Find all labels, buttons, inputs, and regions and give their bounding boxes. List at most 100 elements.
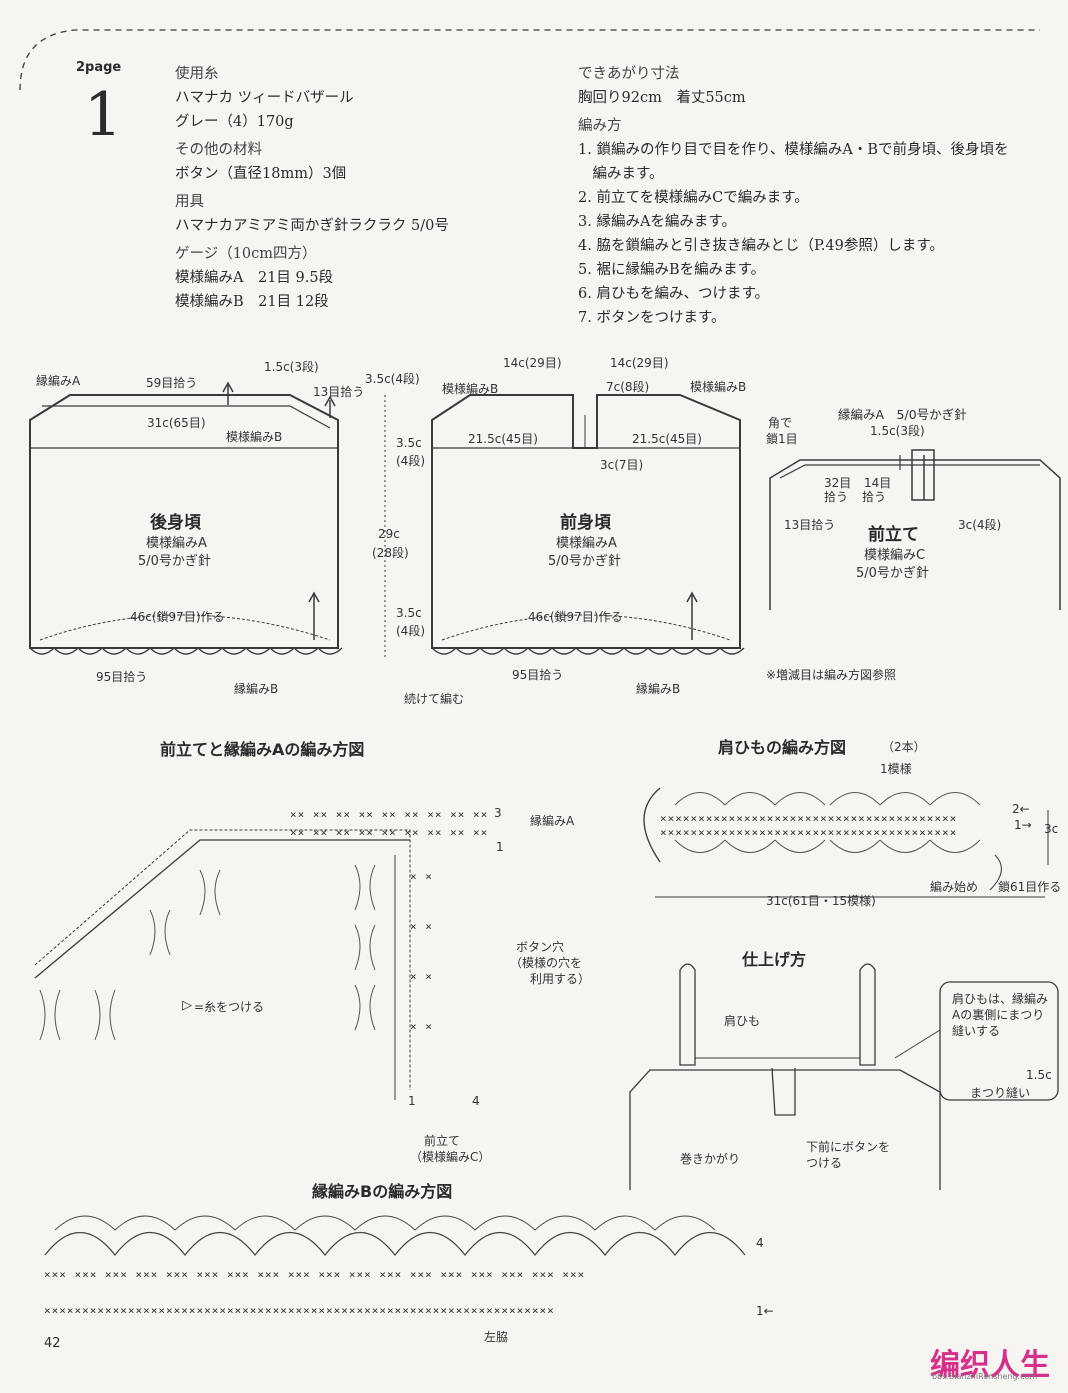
front-width-46: 46c(鎖97目)作る xyxy=(528,610,623,624)
tools-heading: 用具 xyxy=(175,194,204,210)
step-1-cont: 編みます。 xyxy=(578,166,664,182)
chart1-outline xyxy=(34,839,410,979)
back-depth-1-5: 1.5c(3段) xyxy=(264,360,319,374)
finish-stitch: まつり縫い xyxy=(970,1086,1031,1100)
edge-b-stitches-row-1: ××××××××××××××××××××××××××××××××××××××××… xyxy=(44,1304,555,1317)
front-pattern-b-left: 模様編みB xyxy=(442,382,499,396)
back-hook: 5/0号かぎ針 xyxy=(138,554,211,569)
placket-pick-14-b: 拾う xyxy=(862,490,887,504)
finish-depth: 1.5c xyxy=(1026,1068,1052,1082)
placket-pick-13: 13目拾う xyxy=(784,518,836,532)
placket-pick-32: 32目 xyxy=(824,476,852,490)
placket-label-1: 前立て xyxy=(424,1134,461,1148)
front-depth-7: 7c(8段) xyxy=(606,380,650,394)
finish-note-2: Aの裏側にまつり xyxy=(952,1008,1045,1022)
chart1-stitches-col-2: × × xyxy=(410,920,433,933)
placket-label-2: （模様編みC） xyxy=(410,1150,491,1164)
placket-hook: 5/0号かぎ針 xyxy=(856,566,929,581)
finish-strap: 肩ひも xyxy=(724,1014,761,1028)
front-edge-b: 縁編みB xyxy=(636,682,681,696)
chart2-title: 縁編みBの編み方図 xyxy=(312,1182,453,1201)
yarn-color: グレー（4）170g xyxy=(175,114,294,130)
strap-height: 3c xyxy=(1044,822,1059,836)
strap-stitches-top: ××××××××××××××××××××××××××××××××××××××× xyxy=(660,812,958,825)
chart1-stitches-col-4: × × xyxy=(410,1020,433,1033)
chart1-col-4: 4 xyxy=(472,1094,480,1108)
chart1-stitches-row-top: ×× ×× ×× ×× ×× ×× ×× ×× ×× xyxy=(290,808,489,821)
chart1-fans xyxy=(39,864,376,1041)
page-label: 2page xyxy=(76,60,122,75)
chart2-row-1: 1← xyxy=(756,1304,774,1318)
front-pick-95: 95目拾う xyxy=(512,668,564,682)
thread-legend: =糸をつける xyxy=(194,1000,265,1014)
strap-width: 31c(61目・15模様) xyxy=(766,894,876,908)
placket-pick-14: 14目 xyxy=(864,476,892,490)
dim-29: 29c xyxy=(378,527,400,541)
button-hole-2: （模様の穴を xyxy=(510,956,583,970)
chart1-col-1: 1 xyxy=(408,1094,416,1108)
chart2-side: 左脇 xyxy=(484,1330,509,1344)
strap-row-2: 2← xyxy=(1012,802,1030,816)
steps-heading: 編み方 xyxy=(578,118,622,134)
chart1-stitches-col-3: × × xyxy=(410,970,433,983)
front-pattern-b-right: 模様編みB xyxy=(690,380,747,394)
page-border-dashed xyxy=(19,29,1040,91)
finish-button-1: 下前にボタンを xyxy=(806,1140,891,1154)
front-title: 前身頃 xyxy=(560,513,611,533)
strap-row-1: 1→ xyxy=(1014,818,1032,832)
step-7: 7. ボタンをつけます。 xyxy=(578,310,726,326)
back-pick-95: 95目拾う xyxy=(96,670,148,684)
placket-corner-2: 鎖1目 xyxy=(766,432,798,446)
chart1-row-1: 1 xyxy=(496,840,504,854)
front-pattern-a: 模様編みA xyxy=(556,536,617,551)
finish-button-2: つける xyxy=(806,1156,843,1170)
finish-title: 仕上げ方 xyxy=(742,950,807,969)
step-6: 6. 肩ひもを編み、つけます。 xyxy=(578,286,769,302)
front-hook: 5/0号かぎ針 xyxy=(548,554,621,569)
back-pattern-b: 模様編みB xyxy=(226,430,283,444)
back-edge-a-label: 縁編みA xyxy=(36,374,81,388)
placket-depth-3: 3c(4段) xyxy=(958,518,1002,532)
button-hole-1: ボタン穴 xyxy=(516,940,565,954)
size-heading: できあがり寸法 xyxy=(578,66,680,82)
finish-outline xyxy=(629,1069,760,1190)
strap-fans xyxy=(674,792,981,853)
front-width-21-5-right: 21.5c(45目) xyxy=(632,432,702,446)
finish-whip: 巻きかがり xyxy=(680,1152,741,1166)
strap-stitches-bottom: ××××××××××××××××××××××××××××××××××××××× xyxy=(660,826,958,839)
chart2-row-4: 4 xyxy=(756,1236,764,1250)
other-materials: ボタン（直径18mm）3個 xyxy=(175,166,347,182)
dim-3-5-top: 3.5c(4段) xyxy=(365,372,420,386)
front-width-21-5-left: 21.5c(45目) xyxy=(468,432,538,446)
step-2: 2. 前立てを模様編みCで編みます。 xyxy=(578,190,809,206)
strap-chain: 鎖61目作る xyxy=(998,880,1062,894)
back-edge-b: 縁編みB xyxy=(234,682,279,696)
step-3: 3. 縁編みAを編みます。 xyxy=(578,214,736,230)
placket-title: 前立て xyxy=(868,525,919,545)
watermark-logo: 编织人生 xyxy=(930,1348,1050,1383)
strap-title: 肩ひもの編み方図 xyxy=(718,738,847,757)
tools: ハマナカアミアミ両かぎ針ラクラク 5/0号 xyxy=(175,218,449,234)
button-hole-3: 利用する） xyxy=(530,972,591,986)
placket-pattern-c: 模様編みC xyxy=(864,548,926,563)
strap-start: 編み始め xyxy=(930,880,979,894)
watermark-url: bbs.BianzhiRensheng.com xyxy=(932,1372,1038,1381)
back-pick-59: 59目拾う xyxy=(146,376,198,390)
step-1: 1. 鎖編みの作り目で目を作り、模様編みA・Bで前身頃、後身頃を xyxy=(578,142,1009,158)
placket-outline xyxy=(769,459,1061,610)
finish-note-1: 肩ひもは、縁編み xyxy=(952,992,1049,1006)
front-width-14-left: 14c(29目) xyxy=(503,356,562,370)
chart1-stitches-col: × × xyxy=(410,870,433,883)
strap-repeat: 1模様 xyxy=(880,762,912,776)
instructions-block: できあがり寸法 胸回り92cm 着丈55cm 編み方 1. 鎖編みの作り目で目を… xyxy=(578,62,1058,330)
chart1-stitches-row-mid: ×× ×× ×× ×× ×× ×× ×× ×× ×× xyxy=(290,826,489,839)
placket-depth-1-5: 1.5c(3段) xyxy=(870,424,925,438)
continue-label: 続けて編む xyxy=(404,692,465,706)
gauge-b: 模様編みB 21目 12段 xyxy=(175,294,329,310)
pattern-number: 1 xyxy=(84,80,123,150)
page-number: 42 xyxy=(44,1336,61,1351)
chart1-edge-a: 縁編みA xyxy=(530,814,575,828)
front-width-3: 3c(7目) xyxy=(600,458,644,472)
strap-count: （2本） xyxy=(882,740,926,754)
step-5: 5. 裾に縁編みBを編みます。 xyxy=(578,262,766,278)
